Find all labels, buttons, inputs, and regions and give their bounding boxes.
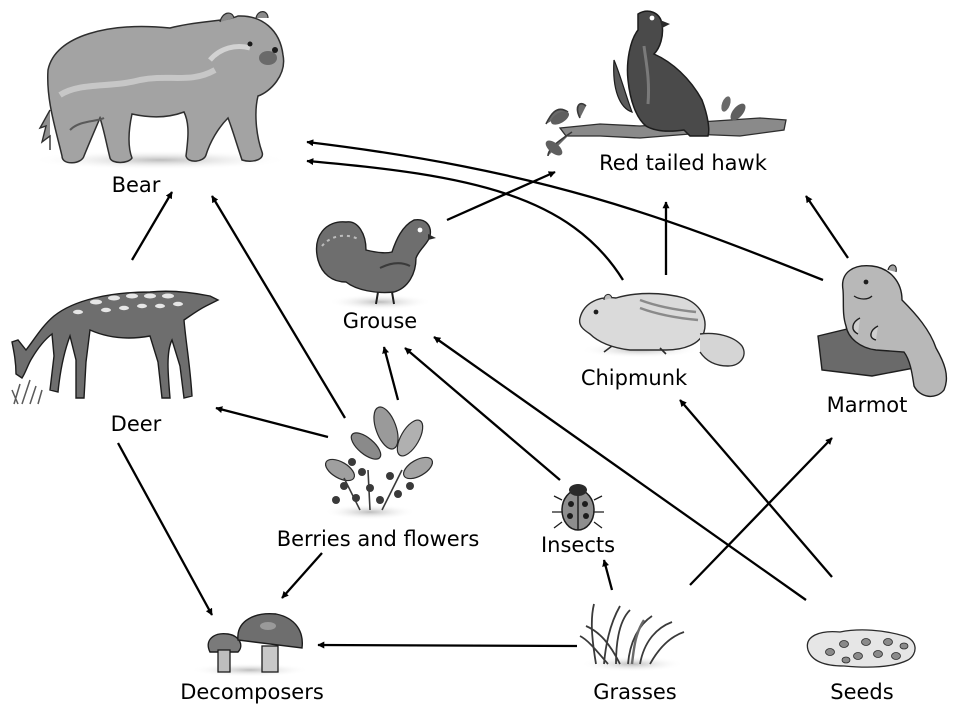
arrow-berries-to-grouse <box>384 347 398 400</box>
label-seeds: Seeds <box>830 680 893 704</box>
insects-illustration <box>552 484 604 530</box>
arrow-grasses-to-decomposers <box>318 645 577 646</box>
arrow-grasses-to-insects <box>604 560 612 590</box>
label-marmot: Marmot <box>827 393 908 417</box>
label-deer: Deer <box>111 412 162 436</box>
chipmunk-illustration <box>580 294 744 367</box>
hawk-illustration <box>543 11 786 158</box>
arrow-seeds-to-chipmunk <box>680 400 832 577</box>
label-berries: Berries and flowers <box>277 527 480 551</box>
arrow-deer-to-bear <box>132 192 172 260</box>
arrow-marmot-to-hawk <box>806 196 848 258</box>
decomposers-illustration <box>190 614 310 677</box>
label-chipmunk: Chipmunk <box>581 366 688 390</box>
grouse-illustration <box>317 220 436 310</box>
label-bear: Bear <box>112 173 161 197</box>
arrow-berries-to-deer <box>216 408 328 437</box>
label-grasses: Grasses <box>593 680 677 704</box>
arrows <box>118 142 848 646</box>
arrow-berries-to-decomposers <box>282 553 322 598</box>
label-decomposers: Decomposers <box>180 680 324 704</box>
marmot-illustration <box>818 265 946 396</box>
arrow-grouse-to-hawk <box>447 172 555 220</box>
arrow-grasses-to-marmot <box>690 438 832 585</box>
label-grouse: Grouse <box>343 309 417 333</box>
grasses-illustration <box>580 604 684 672</box>
deer-illustration <box>12 291 218 404</box>
berries-illustration <box>322 404 436 520</box>
seeds-illustration <box>807 630 915 667</box>
label-hawk: Red tailed hawk <box>599 151 768 175</box>
bear-illustration <box>30 12 290 170</box>
label-insects: Insects <box>541 533 615 557</box>
arrow-deer-to-decomposers <box>118 443 212 615</box>
